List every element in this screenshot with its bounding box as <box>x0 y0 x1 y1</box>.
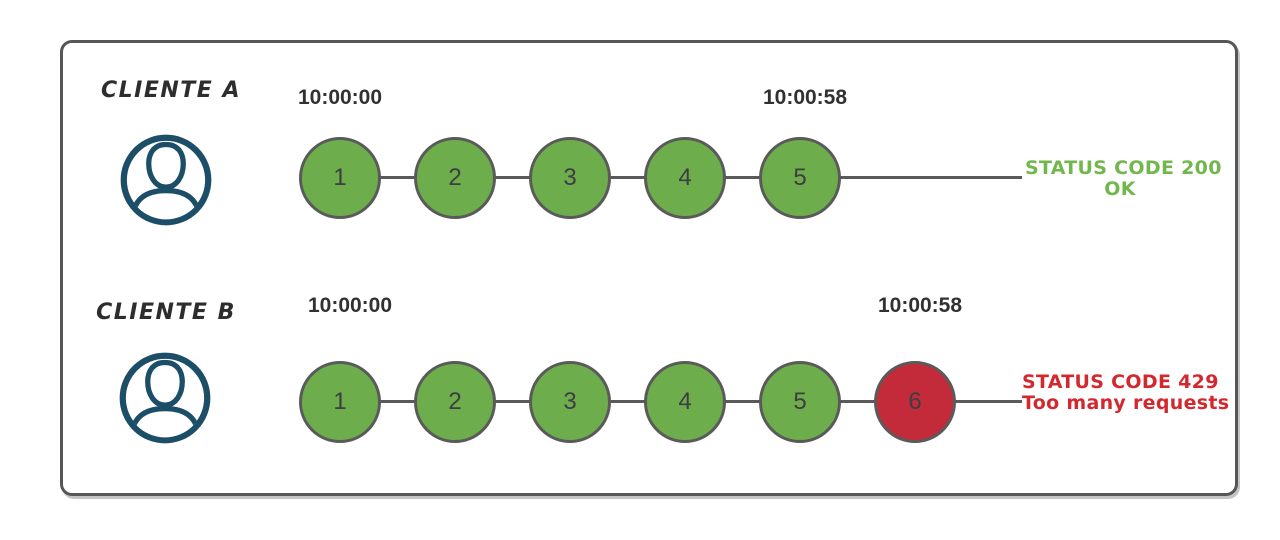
status-text: STATUS CODE 429 Too many requests <box>1022 371 1230 414</box>
status-text: STATUS CODE 200 OK <box>1025 157 1222 200</box>
user-avatar-icon <box>119 352 211 444</box>
request-circle: 3 <box>529 137 611 219</box>
user-avatar-icon <box>120 134 212 226</box>
request-circle: 5 <box>759 137 841 219</box>
request-circle: 2 <box>414 361 496 443</box>
status-code-line: STATUS CODE 200 <box>1025 157 1222 179</box>
request-circle: 1 <box>299 361 381 443</box>
request-circle: 5 <box>759 361 841 443</box>
start-timestamp: 10:00:00 <box>307 294 393 317</box>
end-timestamp: 10:00:58 <box>877 294 963 317</box>
status-code-line: STATUS CODE 429 <box>1022 371 1219 393</box>
request-circle: 1 <box>299 137 381 219</box>
start-timestamp: 10:00:00 <box>297 86 383 109</box>
diagram-frame <box>60 40 1238 496</box>
request-circle: 4 <box>644 137 726 219</box>
status-message-line: OK <box>1104 178 1136 200</box>
client-b-label: CLIENTE B <box>96 300 236 325</box>
end-timestamp: 10:00:58 <box>762 86 848 109</box>
request-circle: 2 <box>414 137 496 219</box>
request-circle: 6 <box>874 361 956 443</box>
client-a-label: CLIENTE A <box>100 78 241 103</box>
request-circle: 3 <box>529 361 611 443</box>
request-circle: 4 <box>644 361 726 443</box>
status-message-line: Too many requests <box>1022 392 1230 414</box>
